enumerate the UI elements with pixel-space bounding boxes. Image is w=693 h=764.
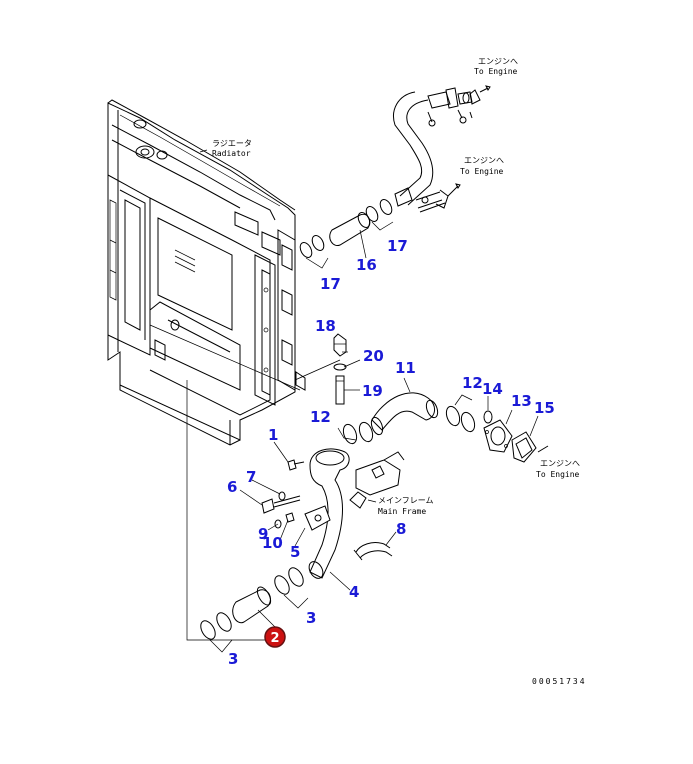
callout-2-highlight: 2 <box>264 626 286 648</box>
callout-3-lower: 3 <box>228 650 238 668</box>
radiator-assembly <box>107 99 341 641</box>
callout-8: 8 <box>396 520 406 538</box>
callout-11: 11 <box>395 359 416 377</box>
bracket-main-frame <box>349 451 405 509</box>
clamps-3-lower <box>200 612 233 653</box>
callout-16: 16 <box>356 256 377 274</box>
callout-10: 10 <box>262 534 283 552</box>
callout-2-badge <box>264 626 286 648</box>
upper-hose-assembly <box>393 85 491 213</box>
elbow-14 <box>483 410 493 424</box>
callout-17-lower: 17 <box>320 275 341 293</box>
main-frame-label: メインフレーム Main Frame <box>367 496 434 516</box>
callout-2: 2 <box>271 631 280 646</box>
radiator-label-en: Radiator <box>212 149 251 158</box>
callout-19: 19 <box>362 382 383 400</box>
callout-13: 13 <box>511 392 532 410</box>
callout-14: 14 <box>482 380 503 398</box>
washer-9 <box>274 519 282 529</box>
callout-15: 15 <box>534 399 555 417</box>
washer-7 <box>278 491 286 501</box>
clamps-12-left <box>337 421 374 445</box>
main-frame-en: Main Frame <box>378 507 426 516</box>
callout-20: 20 <box>363 347 384 365</box>
callout-3-upper: 3 <box>306 609 316 627</box>
clamps-12-right <box>445 394 476 433</box>
to-engine-top-jp: エンジンへ <box>478 57 518 66</box>
pipe-8 <box>353 542 393 561</box>
gasket-15 <box>511 431 549 463</box>
hose-11 <box>370 392 439 436</box>
to-engine-top-en: To Engine <box>474 67 518 76</box>
to-engine-mid-en: To Engine <box>460 167 504 176</box>
bracket-5 <box>304 505 331 531</box>
callout-7: 7 <box>246 468 256 486</box>
drawing-code: 00051734 <box>532 677 587 686</box>
nut-10 <box>285 512 295 523</box>
main-frame-jp: メインフレーム <box>378 496 434 505</box>
bolt-1 <box>287 459 305 471</box>
callout-12-right: 12 <box>462 374 483 392</box>
leader-lines <box>239 229 539 631</box>
clamps-17-upper <box>365 199 394 231</box>
to-engine-label-right: エンジンへ To Engine <box>536 459 580 479</box>
fitting-18 <box>333 333 347 357</box>
to-engine-right-jp: エンジンへ <box>540 459 580 468</box>
to-engine-mid-jp: エンジンへ <box>464 156 504 165</box>
bolt-6 <box>261 495 301 514</box>
callout-12-left: 12 <box>310 408 331 426</box>
flange-13 <box>483 419 513 453</box>
callout-5: 5 <box>290 543 300 561</box>
callout-18: 18 <box>315 317 336 335</box>
ring-20 <box>333 363 347 371</box>
to-engine-label-top: エンジンへ To Engine <box>474 57 518 76</box>
radiator-label: ラジエータ Radiator <box>199 139 252 158</box>
callout-6: 6 <box>227 478 237 496</box>
to-engine-right-en: To Engine <box>536 470 580 479</box>
callout-labels: 1 3 3 4 5 6 7 8 9 10 11 12 12 13 14 15 1… <box>227 237 555 668</box>
clamps-3-upper <box>274 567 309 609</box>
pin-19 <box>335 375 345 405</box>
hose-2 <box>232 586 272 624</box>
callout-9: 9 <box>258 525 268 543</box>
callout-4: 4 <box>349 583 359 601</box>
pipe-4 <box>308 448 350 579</box>
callout-1: 1 <box>268 426 278 444</box>
radiator-label-jp: ラジエータ <box>212 139 252 148</box>
hose-16 <box>329 212 371 247</box>
clamps-17-lower <box>299 235 329 269</box>
callout-17-upper: 17 <box>387 237 408 255</box>
to-engine-label-mid: エンジンへ To Engine <box>460 156 504 176</box>
